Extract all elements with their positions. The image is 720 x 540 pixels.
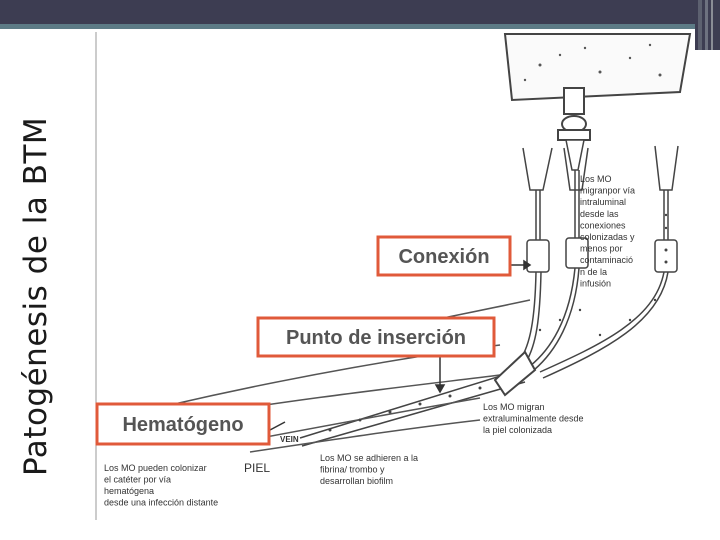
conexion-box: Conexión — [376, 235, 512, 277]
note-line: desarrollan biofilm — [320, 476, 393, 486]
note-line: menos por — [580, 244, 623, 254]
hematogeno-box: Hematógeno — [95, 402, 271, 446]
insercion-box: Punto de inserción — [256, 316, 496, 358]
note-line: Los MO pueden colonizar — [104, 463, 207, 473]
catheter-hub-drawing — [493, 350, 537, 397]
note-line: contaminació — [580, 255, 633, 265]
note-line: migranpor vía — [580, 186, 635, 196]
note-line: intraluminal — [580, 197, 626, 207]
top-bar — [0, 0, 720, 24]
corner-decoration — [695, 0, 720, 50]
note-line: Los MO migran — [483, 402, 545, 412]
note-line: Los MO se adhieren a la — [320, 453, 418, 463]
note-line: fibrina/ trombo y — [320, 465, 385, 475]
note-line: el catéter por vía — [104, 475, 171, 485]
vein-label: VEIN — [280, 435, 299, 444]
conexion-label: Conexión — [398, 246, 489, 268]
note-line: la piel colonizada — [483, 425, 552, 435]
note-line: colonizadas y — [580, 232, 635, 242]
note-line: desde las — [580, 209, 619, 219]
note-line: Los MO — [580, 174, 612, 184]
note-line: extraluminalmente desde — [483, 414, 584, 424]
top-accent-stripe — [0, 24, 720, 29]
tubing-drawing — [299, 145, 679, 447]
hematogeno-label: Hematógeno — [122, 414, 243, 436]
note-line: conexiones — [580, 220, 626, 230]
infusion-bag-drawing — [503, 33, 692, 171]
hematogeno-note: Los MO pueden colonizar el catéter por ví… — [104, 463, 218, 508]
note-line: infusión — [580, 278, 611, 288]
note-line: n de la — [580, 267, 607, 277]
note-line: desde una infección distante — [104, 498, 218, 508]
fibrina-note: Los MO se adhieren a la fibrina/ trombo y… — [320, 453, 418, 486]
piel-label: PIEL — [244, 461, 270, 475]
note-line: hematógena — [104, 486, 154, 496]
pointer-arrows — [269, 259, 532, 431]
insercion-label: Punto de inserción — [286, 327, 466, 349]
microorganism-dots — [328, 213, 668, 432]
